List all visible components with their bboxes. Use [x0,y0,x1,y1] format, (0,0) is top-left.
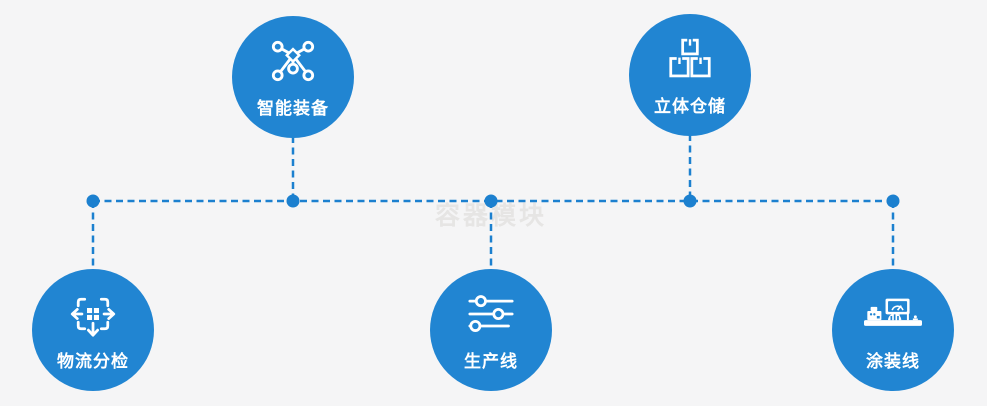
node-production-line: 生产线 [430,269,552,391]
node-warehouse: 立体仓储 [629,14,751,136]
node-smart-equipment: 智能装备 [232,16,354,138]
node-label: 物流分检 [57,351,129,371]
node-label: 立体仓储 [654,96,726,116]
junction-dot [683,194,697,208]
sort-dispatch-icon [69,289,117,339]
paint-station-icon [864,289,922,339]
sliders-icon [468,289,514,339]
network-nodes-icon [270,36,316,86]
junction-dot [484,194,498,208]
node-painting-line: 涂装线 [832,269,954,391]
stacked-boxes-icon [668,34,712,84]
node-logistics-sorting: 物流分检 [32,269,154,391]
node-label: 涂装线 [866,351,920,371]
node-label: 生产线 [464,351,518,371]
node-label: 智能装备 [257,98,329,118]
junction-dot [886,194,900,208]
junction-dot [286,194,300,208]
junction-dot [86,194,100,208]
